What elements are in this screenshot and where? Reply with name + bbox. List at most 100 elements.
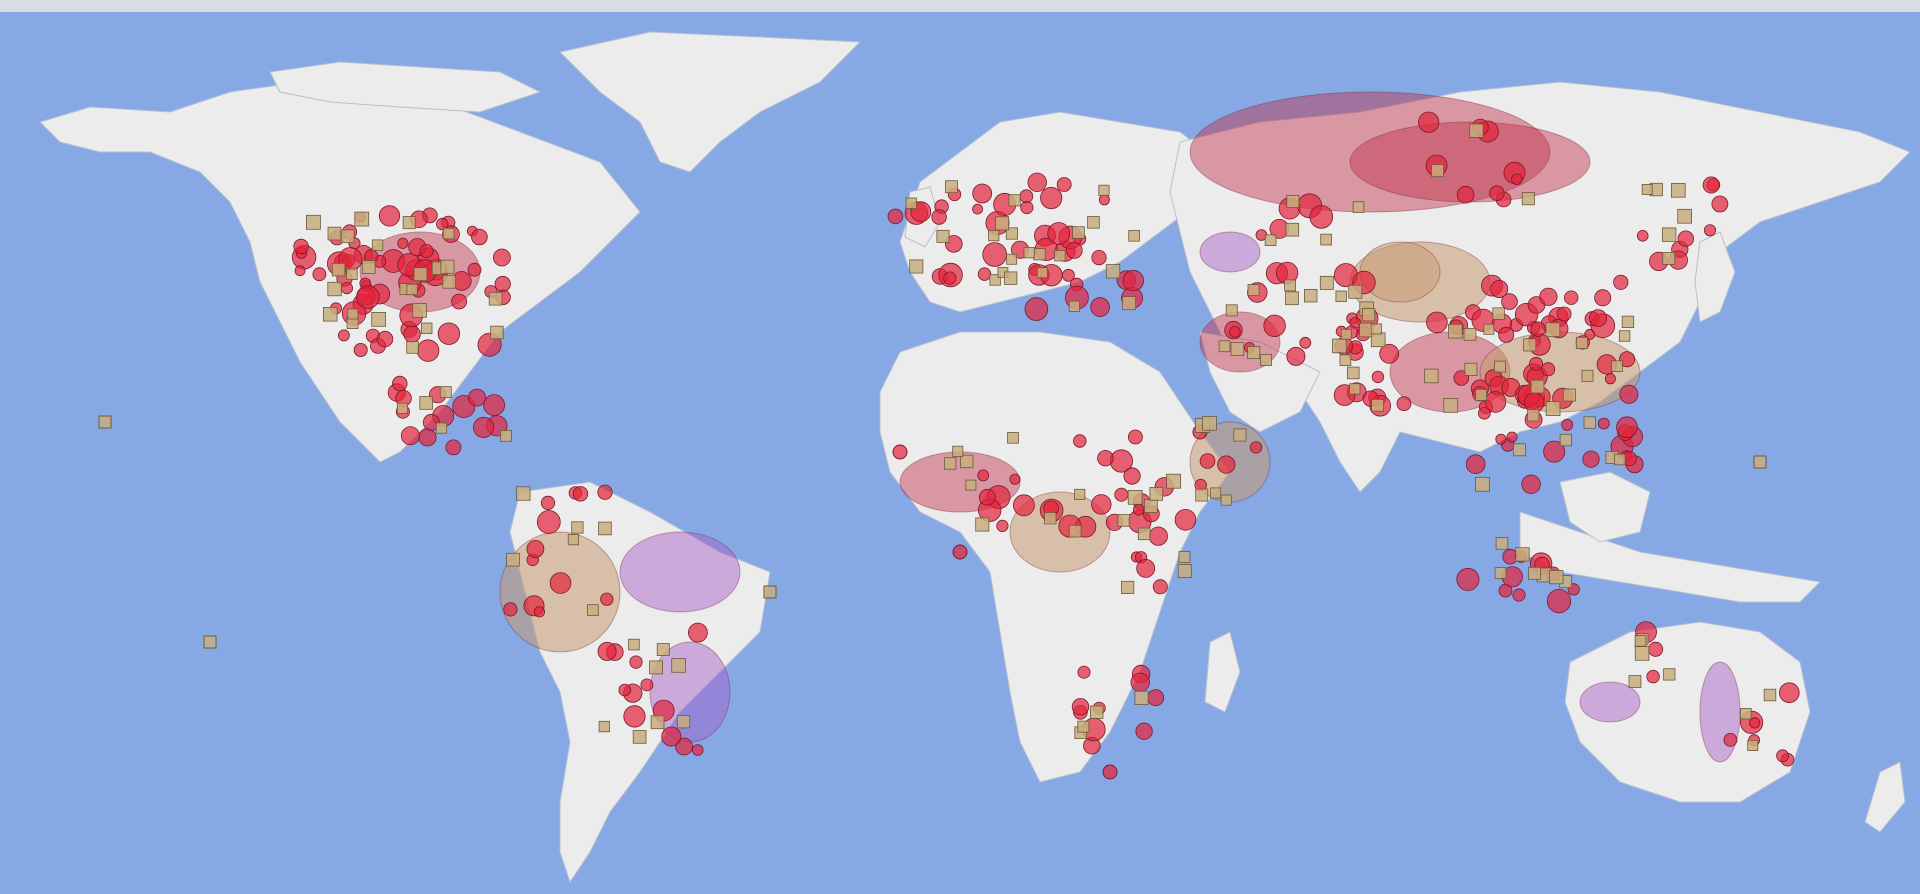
occurrence-square[interactable] — [1753, 455, 1767, 469]
occurrence-square[interactable] — [1105, 264, 1121, 279]
occurrence-square[interactable] — [340, 229, 355, 244]
occurrence-circle[interactable] — [397, 237, 409, 249]
occurrence-circle[interactable] — [403, 325, 421, 343]
occurrence-circle[interactable] — [1047, 222, 1071, 245]
occurrence-square[interactable] — [413, 267, 428, 281]
occurrence-square[interactable] — [1545, 322, 1561, 338]
occurrence-square[interactable] — [1559, 433, 1572, 447]
occurrence-square[interactable] — [1475, 388, 1487, 401]
occurrence-circle[interactable] — [1024, 297, 1049, 321]
occurrence-square[interactable] — [1545, 401, 1561, 416]
occurrence-circle[interactable] — [1539, 287, 1558, 306]
occurrence-circle[interactable] — [1098, 194, 1110, 206]
occurrence-circle[interactable] — [1465, 454, 1486, 475]
occurrence-circle[interactable] — [353, 342, 368, 357]
occurrence-square[interactable] — [331, 262, 346, 277]
occurrence-square[interactable] — [1320, 233, 1332, 246]
occurrence-circle[interactable] — [1071, 698, 1090, 716]
occurrence-circle[interactable] — [1561, 418, 1574, 431]
occurrence-circle[interactable] — [691, 744, 704, 756]
occurrence-square[interactable] — [656, 643, 670, 657]
occurrence-square[interactable] — [1166, 473, 1181, 489]
occurrence-square[interactable] — [1304, 288, 1318, 303]
occurrence-square[interactable] — [1475, 476, 1490, 492]
occurrence-circle[interactable] — [618, 683, 632, 697]
occurrence-square[interactable] — [1362, 308, 1376, 322]
occurrence-circle[interactable] — [1498, 326, 1515, 343]
occurrence-circle[interactable] — [1530, 321, 1546, 337]
occurrence-square[interactable] — [439, 386, 452, 399]
occurrence-square[interactable] — [347, 308, 359, 320]
occurrence-circle[interactable] — [1027, 172, 1047, 193]
occurrence-circle[interactable] — [1711, 195, 1729, 213]
occurrence-square[interactable] — [327, 281, 342, 297]
occurrence-square[interactable] — [1495, 537, 1509, 550]
occurrence-square[interactable] — [1220, 494, 1232, 506]
occurrence-circle[interactable] — [378, 205, 401, 227]
occurrence-square[interactable] — [1247, 345, 1261, 359]
occurrence-circle[interactable] — [623, 705, 646, 728]
occurrence-square[interactable] — [1662, 251, 1676, 265]
occurrence-square[interactable] — [506, 552, 520, 567]
occurrence-square[interactable] — [516, 486, 531, 501]
occurrence-square[interactable] — [952, 445, 964, 457]
occurrence-circle[interactable] — [1090, 297, 1110, 317]
occurrence-square[interactable] — [571, 521, 584, 534]
occurrence-circle[interactable] — [494, 275, 511, 293]
occurrence-circle[interactable] — [1132, 503, 1145, 516]
occurrence-square[interactable] — [1128, 229, 1140, 242]
occurrence-square[interactable] — [1347, 366, 1360, 380]
occurrence-circle[interactable] — [1506, 431, 1518, 443]
occurrence-circle[interactable] — [972, 183, 993, 204]
occurrence-square[interactable] — [632, 730, 647, 744]
occurrence-square[interactable] — [975, 517, 990, 532]
occurrence-square[interactable] — [327, 226, 342, 241]
occurrence-circle[interactable] — [1123, 467, 1141, 485]
occurrence-circle[interactable] — [1702, 176, 1720, 194]
occurrence-square[interactable] — [1370, 323, 1382, 335]
occurrence-square[interactable] — [500, 429, 512, 442]
occurrence-circle[interactable] — [1594, 289, 1612, 307]
range-polygon[interactable] — [1199, 231, 1261, 273]
occurrence-square[interactable] — [406, 341, 419, 354]
occurrence-square[interactable] — [1074, 488, 1086, 500]
occurrence-circle[interactable] — [1097, 450, 1114, 467]
occurrence-circle[interactable] — [996, 519, 1009, 533]
occurrence-square[interactable] — [1144, 499, 1158, 513]
occurrence-square[interactable] — [965, 479, 977, 491]
occurrence-circle[interactable] — [931, 209, 947, 225]
occurrence-circle[interactable] — [597, 484, 613, 500]
occurrence-circle[interactable] — [451, 293, 468, 310]
occurrence-circle[interactable] — [416, 339, 440, 362]
occurrence-square[interactable] — [1349, 383, 1361, 395]
occurrence-square[interactable] — [598, 720, 610, 733]
occurrence-circle[interactable] — [1619, 384, 1639, 404]
occurrence-square[interactable] — [1008, 194, 1021, 207]
occurrence-circle[interactable] — [1009, 473, 1021, 485]
occurrence-circle[interactable] — [1152, 579, 1168, 595]
occurrence-square[interactable] — [1335, 290, 1347, 303]
occurrence-square[interactable] — [1424, 368, 1439, 384]
occurrence-circle[interactable] — [640, 678, 654, 692]
occurrence-square[interactable] — [1177, 564, 1192, 579]
occurrence-square[interactable] — [1443, 397, 1459, 413]
occurrence-square[interactable] — [650, 715, 665, 730]
occurrence-circle[interactable] — [1636, 230, 1649, 242]
occurrence-square[interactable] — [1006, 253, 1018, 265]
occurrence-square[interactable] — [1233, 428, 1247, 442]
occurrence-circle[interactable] — [1619, 351, 1636, 368]
occurrence-circle[interactable] — [492, 248, 511, 267]
occurrence-square[interactable] — [1370, 332, 1386, 348]
occurrence-square[interactable] — [1513, 443, 1526, 457]
occurrence-square[interactable] — [354, 211, 370, 227]
occurrence-square[interactable] — [1286, 194, 1300, 208]
occurrence-circle[interactable] — [503, 602, 518, 617]
occurrence-circle[interactable] — [629, 655, 643, 669]
occurrence-square[interactable] — [1469, 123, 1484, 138]
occurrence-square[interactable] — [671, 658, 686, 673]
occurrence-circle[interactable] — [978, 488, 996, 506]
occurrence-circle[interactable] — [688, 622, 708, 643]
occurrence-circle[interactable] — [340, 281, 353, 295]
occurrence-circle[interactable] — [1426, 311, 1448, 334]
occurrence-square[interactable] — [420, 322, 433, 335]
